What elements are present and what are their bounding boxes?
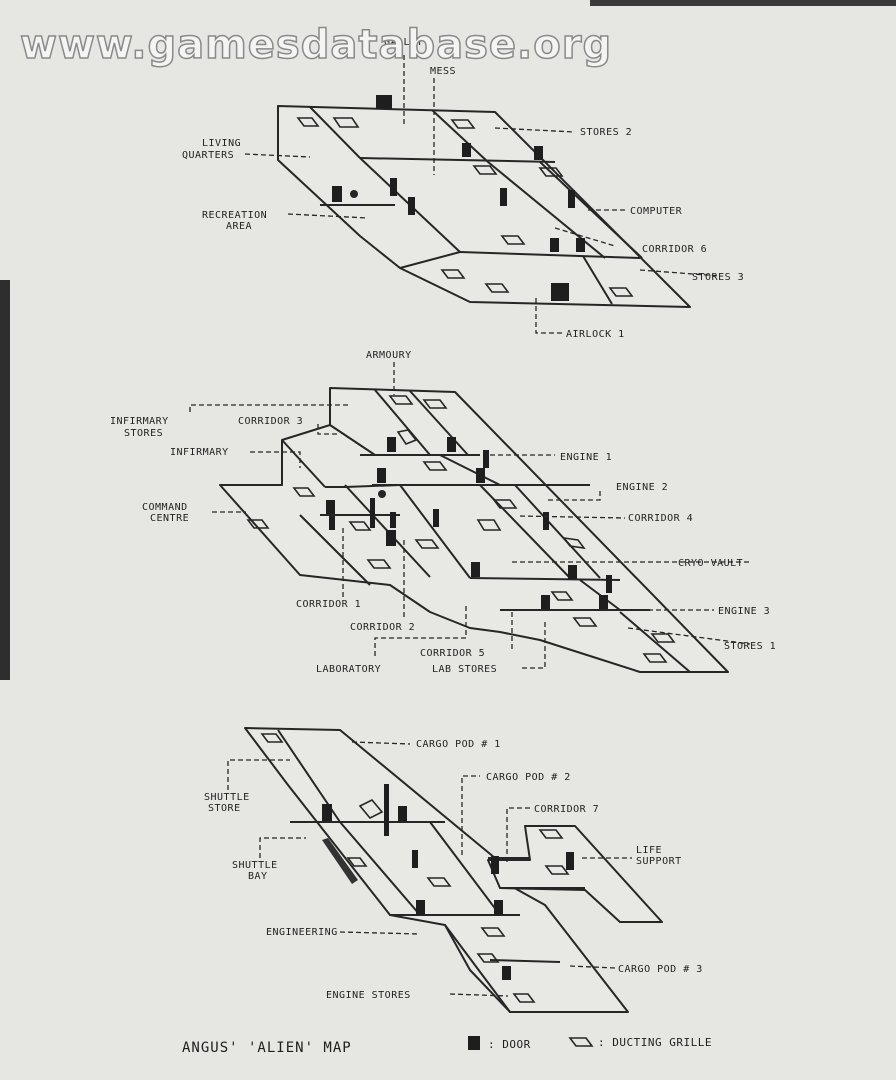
scan-edge-left <box>0 280 10 680</box>
scan-edge-top <box>590 0 896 6</box>
label-command-centre-1: COMMAND <box>142 502 188 513</box>
label-cryo-vault: CRYO VAULT <box>678 558 743 569</box>
label-laboratory: LABORATORY <box>316 664 381 675</box>
deck-3-labels: CARGO POD # 1 CARGO POD # 2 SHUTTLE STOR… <box>204 739 703 1001</box>
label-engine-1: ENGINE 1 <box>560 452 612 463</box>
label-corridor-4: CORRIDOR 4 <box>628 513 693 524</box>
label-corridor-7: CORRIDOR 7 <box>534 804 599 815</box>
label-infirmary-stores-2: STORES <box>124 428 163 439</box>
label-life-support-2: SUPPORT <box>636 856 682 867</box>
label-armoury: ARMOURY <box>366 350 412 361</box>
deck-3 <box>227 727 663 1013</box>
label-corridor-2: CORRIDOR 2 <box>350 622 415 633</box>
watermark: www.gamesdatabase.org <box>19 21 613 69</box>
label-cargo-pod-1: CARGO POD # 1 <box>416 739 501 750</box>
deck-3-outline <box>244 727 629 1013</box>
label-infirmary-stores-1: INFIRMARY <box>110 416 169 427</box>
deck-2-leaders <box>189 362 752 669</box>
deck-3-leaders <box>227 741 632 997</box>
deck-2-labels: ARMOURY INFIRMARY STORES CORRIDOR 3 INFI… <box>110 350 776 675</box>
label-engine-2: ENGINE 2 <box>616 482 668 493</box>
legend-door-icon <box>468 1036 480 1050</box>
label-stores-1: STORES 1 <box>724 641 776 652</box>
label-lab-stores: LAB STORES <box>432 664 497 675</box>
legend-door-label: : DOOR <box>488 1038 531 1051</box>
deck-2-outline <box>219 387 729 673</box>
label-shuttle-bay-2: BAY <box>248 871 268 882</box>
deck-1-grilles <box>296 117 634 297</box>
deck-2-doors <box>326 437 612 609</box>
deck-2-grilles <box>246 395 676 663</box>
deck-3-life-support-outline <box>487 825 663 923</box>
legend-grille-label: : DUCTING GRILLE <box>598 1036 712 1049</box>
label-corridor-3: CORRIDOR 3 <box>238 416 303 427</box>
label-galley: GALLEY <box>384 37 423 48</box>
deck-3-grilles <box>260 733 570 1003</box>
label-shuttle-bay-1: SHUTTLE <box>232 860 278 871</box>
label-corridor-5: CORRIDOR 5 <box>420 648 485 659</box>
label-shuttle-store-1: SHUTTLE <box>204 792 250 803</box>
deck-1-labels: GALLEY MESS STORES 2 LIVING QUARTERS COM… <box>182 37 744 340</box>
deck-1-doors <box>332 95 585 301</box>
label-engine-stores: ENGINE STORES <box>326 990 411 1001</box>
legend-caption: ANGUS' 'ALIEN' MAP <box>182 1040 352 1056</box>
label-life-support-1: LIFE <box>636 845 662 856</box>
label-engineering: ENGINEERING <box>266 927 338 938</box>
label-airlock-1: AIRLOCK 1 <box>566 329 625 340</box>
label-computer: COMPUTER <box>630 206 683 217</box>
deck-1-leaders <box>244 55 721 334</box>
deck-3-doors <box>322 784 574 980</box>
label-corridor-1: CORRIDOR 1 <box>296 599 361 610</box>
label-stores-2: STORES 2 <box>580 127 632 138</box>
label-corridor-6: CORRIDOR 6 <box>642 244 707 255</box>
label-cargo-pod-3: CARGO POD # 3 <box>618 964 703 975</box>
label-mess: MESS <box>430 66 456 77</box>
legend-grille-icon <box>568 1037 594 1047</box>
label-recreation-area-2: AREA <box>226 221 252 232</box>
label-living-quarters-2: QUARTERS <box>182 150 234 161</box>
label-engine-3: ENGINE 3 <box>718 606 770 617</box>
label-living-quarters-1: LIVING <box>202 138 241 149</box>
label-cargo-pod-2: CARGO POD # 2 <box>486 772 571 783</box>
label-stores-3: STORES 3 <box>692 272 744 283</box>
label-recreation-area-1: RECREATION <box>202 210 267 221</box>
label-infirmary: INFIRMARY <box>170 447 229 458</box>
map-legend: ANGUS' 'ALIEN' MAP : DOOR : DUCTING GRIL… <box>182 1036 712 1056</box>
label-command-centre-2: CENTRE <box>150 513 189 524</box>
label-shuttle-store-2: STORE <box>208 803 241 814</box>
deck-2 <box>189 362 752 673</box>
deck-1 <box>244 55 721 334</box>
